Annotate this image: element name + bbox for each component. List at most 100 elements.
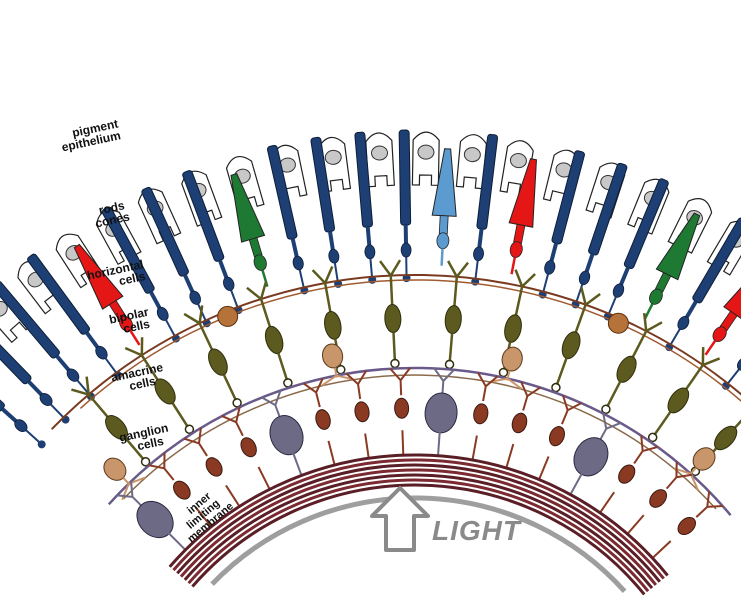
epithelial-nucleus (371, 146, 388, 161)
bipolar-dendrite (624, 313, 662, 362)
ganglion-soma (170, 478, 193, 502)
bipolar-axon (278, 353, 287, 380)
ganglion-soma (472, 403, 489, 425)
ganglion-cell (556, 410, 626, 502)
ganglion-cell (530, 395, 582, 483)
bipolar-dendrite (566, 287, 600, 336)
bipolar-axon (607, 382, 620, 407)
ganglion-dendrite (346, 371, 370, 401)
ganglion-soma (675, 514, 699, 538)
rod-stalk (328, 231, 335, 251)
cone-axon (645, 304, 653, 319)
ganglion-soma (615, 462, 638, 486)
rod-axon (543, 274, 548, 291)
ganglion-cell (390, 368, 413, 456)
rod-stalk (549, 243, 558, 263)
bipolar-cell (642, 347, 719, 446)
cone-inner-segment (514, 224, 525, 243)
ganglion-axon (402, 430, 403, 455)
bipolar-terminal (391, 359, 399, 367)
ganglion-soma (394, 398, 409, 418)
bipolar-soma (444, 305, 462, 334)
rod-nucleus (401, 243, 411, 257)
cone-axon (442, 249, 443, 266)
bipolar-axon (557, 358, 566, 384)
rod-stalk (404, 225, 408, 245)
cone-axon (512, 257, 515, 274)
cone-axon (706, 341, 716, 355)
bipolar-cell (595, 313, 662, 417)
rod-nucleus (292, 255, 305, 271)
bipolar-soma (502, 313, 524, 344)
bipolar-axon (394, 333, 395, 361)
rod-axon (671, 329, 680, 345)
ganglion-axon (627, 515, 643, 534)
bipolar-dendrite (444, 261, 468, 308)
ganglion-cell (303, 378, 344, 467)
bipolar-soma (205, 346, 231, 378)
ganglion-soma (510, 411, 529, 434)
ganglion-axon (570, 473, 582, 495)
ganglion-soma (203, 455, 226, 479)
rod-axon (370, 259, 372, 277)
ganglion-soma (265, 411, 309, 460)
bipolar-dendrite (380, 260, 402, 306)
rod-axon (476, 261, 478, 279)
rod-nucleus (578, 270, 592, 286)
ganglion-cell (222, 407, 279, 494)
ganglion-axon (293, 452, 302, 475)
rod-cell (399, 130, 412, 282)
bipolar-soma (384, 304, 401, 333)
rod-axon (26, 430, 39, 442)
rod-nucleus (364, 245, 375, 260)
bipolar-axon (224, 375, 236, 400)
cone-nucleus (436, 232, 449, 249)
horizontal-cell-body (218, 306, 238, 326)
bipolar-axon (450, 334, 452, 362)
rod-axon (335, 263, 338, 281)
ganglion-axon (652, 541, 670, 558)
rod-nucleus (222, 276, 236, 293)
horizontal-process (80, 280, 741, 420)
ganglion-soma (238, 435, 259, 459)
ganglion-cell (422, 368, 460, 457)
ganglion-cell (346, 371, 378, 460)
rod-nucleus (188, 289, 203, 306)
horizontal-cell-body (608, 313, 628, 333)
rod-axon (300, 270, 304, 288)
rod-axon (728, 369, 739, 383)
epithelial-nucleus (418, 145, 434, 159)
bipolar-cell (247, 282, 299, 390)
ganglion-cell (256, 388, 316, 481)
rod-nucleus (611, 282, 626, 299)
ganglion-dendrite (473, 373, 497, 403)
rod-nucleus (328, 249, 340, 264)
nerve-fiber-layer (170, 455, 668, 594)
ganglion-axon (168, 532, 186, 550)
cone-inner-segment (249, 238, 262, 258)
bipolar-soma (262, 324, 286, 356)
ganglion-axon (365, 434, 369, 459)
ganglion-axon (600, 492, 614, 513)
bipolar-soma (664, 384, 693, 416)
ganglion-axon (539, 456, 549, 479)
bipolar-soma (613, 353, 640, 385)
epithelial-cell (412, 132, 439, 185)
bipolar-soma (559, 329, 584, 361)
rod-stalk (366, 227, 372, 247)
ganglion-soma (567, 432, 614, 482)
ganglion-soma (646, 486, 670, 510)
ganglion-soma (424, 392, 459, 434)
rod-outer-segment (399, 130, 411, 225)
rod-axon (609, 297, 616, 314)
rod-nucleus (543, 259, 556, 275)
rod-nucleus (473, 246, 485, 261)
ganglion-dendrite (390, 368, 411, 396)
bipolar-axon (173, 403, 188, 427)
rod-axon (51, 405, 64, 418)
light-label: LIGHT (432, 515, 521, 547)
ganglion-soma (314, 408, 333, 431)
bipolar-axon (654, 412, 670, 435)
ganglion-axon (438, 431, 440, 456)
